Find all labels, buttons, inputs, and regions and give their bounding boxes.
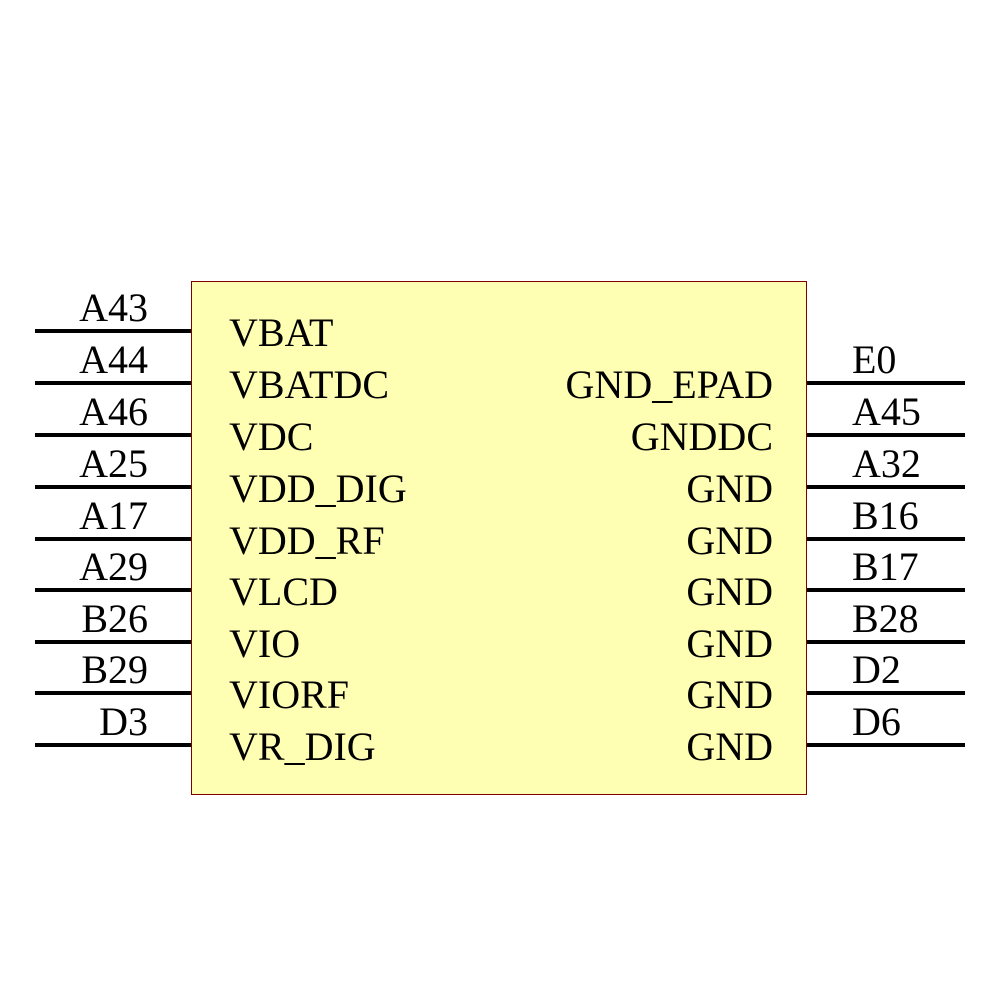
pin-name: GNDDC xyxy=(630,414,773,459)
pin-number: A46 xyxy=(79,389,148,434)
pin-number: D2 xyxy=(852,647,901,692)
pin-number: B29 xyxy=(81,647,148,692)
pin-line xyxy=(35,743,191,747)
pin-number: A17 xyxy=(79,493,148,538)
pin-name: GND xyxy=(686,569,773,614)
pin-number: B17 xyxy=(852,544,919,589)
pin-number: E0 xyxy=(852,337,897,382)
pin-number: A25 xyxy=(79,441,148,486)
pin-name: GND_EPAD xyxy=(565,362,773,407)
pin-line xyxy=(35,433,191,437)
pin-number: A43 xyxy=(79,285,148,330)
pin-number: D3 xyxy=(99,699,148,744)
pin-line xyxy=(35,381,191,385)
pin-number: B28 xyxy=(852,596,919,641)
pin-number: A44 xyxy=(79,337,148,382)
pin-name: VDD_RF xyxy=(229,518,385,563)
pin-number: A32 xyxy=(852,441,921,486)
pin-line xyxy=(807,485,965,489)
pin-line xyxy=(807,743,965,747)
pin-name: GND xyxy=(686,518,773,563)
component-body xyxy=(191,281,807,795)
pin-name: GND xyxy=(686,621,773,666)
pin-line xyxy=(807,537,965,541)
pin-name: VIO xyxy=(229,621,301,666)
pin-line xyxy=(35,640,191,644)
pin-name: VBAT xyxy=(229,310,334,355)
pin-name: VLCD xyxy=(229,569,338,614)
pin-line xyxy=(35,588,191,592)
pin-name: VIORF xyxy=(229,672,350,717)
pin-line xyxy=(807,691,965,695)
pin-number: B26 xyxy=(81,596,148,641)
pin-name: GND xyxy=(686,724,773,769)
pin-line xyxy=(807,381,965,385)
pin-line xyxy=(807,433,965,437)
pin-line xyxy=(807,588,965,592)
pin-number: A29 xyxy=(79,544,148,589)
pin-line xyxy=(35,691,191,695)
pin-line xyxy=(35,329,191,333)
pin-number: A45 xyxy=(852,389,921,434)
pin-name: VDC xyxy=(229,414,314,459)
pin-line xyxy=(35,537,191,541)
pin-number: B16 xyxy=(852,493,919,538)
pin-line xyxy=(807,640,965,644)
pin-name: VR_DIG xyxy=(229,724,376,769)
pin-name: VBATDC xyxy=(229,362,390,407)
pin-name: VDD_DIG xyxy=(229,466,407,511)
pin-name: GND xyxy=(686,466,773,511)
pin-number: D6 xyxy=(852,699,901,744)
pin-line xyxy=(35,485,191,489)
pin-name: GND xyxy=(686,672,773,717)
